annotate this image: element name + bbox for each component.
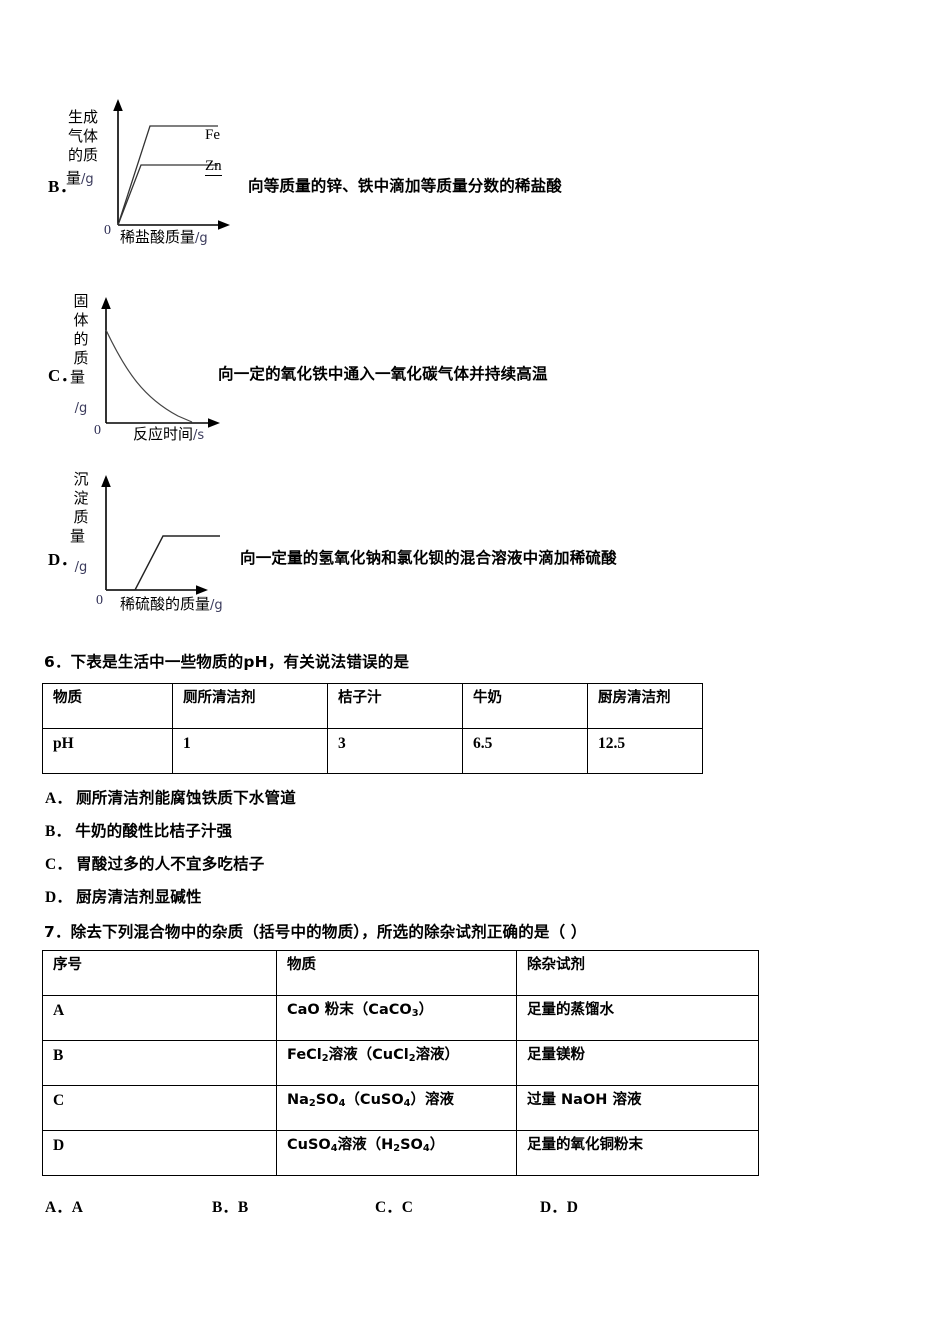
option-d-y-axis-label-tail: 量 — [70, 527, 86, 545]
q7-header-reagent: 除杂试剂 — [516, 950, 759, 996]
q6-cell-r0c0: 物质 — [42, 683, 173, 729]
q7-row-c-reagent: 过量 NaOH 溶液 — [516, 1085, 759, 1131]
table-row: 序号 物质 除杂试剂 — [42, 950, 759, 996]
table-row: pH 1 3 6.5 12.5 — [42, 728, 703, 774]
q6-cell-r1c0: pH — [42, 728, 173, 774]
question-7-answer-row: A．A B．B C．C D．D — [0, 1195, 950, 1217]
table-row: B FeCl2溶液（CuCl2溶液） 足量镁粉 — [42, 1040, 759, 1086]
option-c-y-axis-label-tail: 量 — [70, 368, 86, 386]
table-row: 物质 厕所清洁剂 桔子汁 牛奶 厨房清洁剂 — [42, 683, 703, 729]
question-6-choice-a: A．厕所清洁剂能腐蚀铁质下水管道 — [45, 786, 296, 808]
option-b-series-label-fe: Fe — [205, 127, 220, 143]
q7-answer-a: A．A — [45, 1199, 83, 1216]
q7-row-b-reagent: 足量镁粉 — [516, 1040, 759, 1086]
q7-answer-b: B．B — [212, 1199, 249, 1216]
q7-row-c-substance: Na2SO4（CuSO4）溶液 — [276, 1085, 517, 1131]
option-b-letter: B． — [48, 177, 78, 196]
question-6-stem: 6．下表是生活中一些物质的pH，有关说法错误的是 — [44, 653, 410, 671]
q7-row-a-reagent: 足量的蒸馏水 — [516, 995, 759, 1041]
option-d-y-axis-label: 沉 淀 质 — [73, 470, 89, 526]
q6-cell-r1c3: 6.5 — [462, 728, 588, 774]
option-d-x-axis-label: 稀硫酸的质量/g — [120, 595, 223, 613]
option-c-letter: C． — [48, 366, 79, 385]
q6-cell-r0c1: 厕所清洁剂 — [172, 683, 328, 729]
choice-a-letter: A． — [45, 790, 73, 807]
q7-answer-c: C．C — [375, 1199, 413, 1216]
q7-row-b-substance: FeCl2溶液（CuCl2溶液） — [276, 1040, 517, 1086]
option-c-y-axis-unit: /g — [74, 401, 88, 416]
q6-cell-r1c1: 1 — [172, 728, 328, 774]
option-d-y-axis-unit: /g — [74, 560, 88, 575]
q7-row-d-id: D — [42, 1130, 277, 1176]
choice-b-letter: B． — [45, 823, 72, 840]
option-c-origin-label: 0 — [94, 423, 101, 438]
option-d-x-axis-unit: /g — [210, 598, 223, 613]
choice-c-text: 胃酸过多的人不宜多吃桔子 — [76, 855, 265, 873]
option-b-y-axis-unit: /g — [81, 172, 94, 187]
option-b-origin-label: 0 — [104, 223, 111, 238]
option-c-description: 向一定的氧化铁中通入一氧化碳气体并持续高温 — [218, 365, 548, 383]
q6-cell-r1c4: 12.5 — [587, 728, 703, 774]
option-b-x-axis-unit: /g — [195, 231, 208, 246]
question-7-table: 序号 物质 除杂试剂 A CaO 粉末（CaCO3） 足量的蒸馏水 B FeCl… — [42, 950, 759, 1176]
question-6-table: 物质 厕所清洁剂 桔子汁 牛奶 厨房清洁剂 pH 1 3 6.5 12.5 — [42, 683, 703, 774]
option-c-x-axis-unit: /s — [193, 428, 205, 443]
question-7-stem: 7．除去下列混合物中的杂质（括号中的物质），所选的除杂试剂正确的是（ ） — [44, 923, 587, 941]
q7-row-d-substance: CuSO4溶液（H2SO4） — [276, 1130, 517, 1176]
q7-header-substance: 物质 — [276, 950, 517, 996]
option-d-letter: D． — [48, 550, 79, 569]
choice-d-letter: D． — [45, 889, 73, 906]
question-6-choice-c: C．胃酸过多的人不宜多吃桔子 — [45, 852, 265, 874]
option-d-chart-svg — [101, 475, 220, 595]
option-c-x-axis-label: 反应时间/s — [133, 425, 205, 443]
q6-cell-r1c2: 3 — [327, 728, 463, 774]
question-6-choice-b: B．牛奶的酸性比桔子汁强 — [45, 819, 232, 841]
table-row: C Na2SO4（CuSO4）溶液 过量 NaOH 溶液 — [42, 1085, 759, 1131]
option-d-origin-label: 0 — [96, 593, 103, 608]
option-b-chart — [100, 95, 240, 235]
option-b-y-axis-label-tail: 量/g — [66, 169, 94, 187]
choice-b-text: 牛奶的酸性比桔子汁强 — [75, 822, 233, 840]
choice-c-letter: C． — [45, 856, 73, 873]
choice-a-text: 厕所清洁剂能腐蚀铁质下水管道 — [76, 789, 296, 807]
option-b-chart-svg — [113, 99, 230, 230]
question-6-choice-d: D．厨房清洁剂显碱性 — [45, 885, 202, 907]
table-row: A CaO 粉末（CaCO3） 足量的蒸馏水 — [42, 995, 759, 1041]
option-d-description: 向一定量的氢氧化钠和氯化钡的混合溶液中滴加稀硫酸 — [240, 549, 617, 567]
option-b-description: 向等质量的锌、铁中滴加等质量分数的稀盐酸 — [248, 177, 563, 195]
q6-cell-r0c3: 牛奶 — [462, 683, 588, 729]
q7-row-b-id: B — [42, 1040, 277, 1086]
option-b-series-label-zn: Zn — [205, 158, 222, 176]
option-c-chart-svg — [101, 297, 220, 428]
option-d-chart — [88, 468, 258, 608]
q6-cell-r0c4: 厨房清洁剂 — [587, 683, 703, 729]
table-row: D CuSO4溶液（H2SO4） 足量的氧化铜粉末 — [42, 1130, 759, 1176]
q7-header-id: 序号 — [42, 950, 277, 996]
q7-row-a-substance: CaO 粉末（CaCO3） — [276, 995, 517, 1041]
choice-d-text: 厨房清洁剂显碱性 — [76, 888, 202, 906]
option-b-y-axis-label: 生成 气体 的质 — [67, 108, 98, 164]
q7-row-a-id: A — [42, 995, 277, 1041]
option-c-y-axis-label: 固 体 的 质 — [73, 292, 89, 367]
q7-answer-d: D．D — [540, 1199, 578, 1216]
option-c-chart — [88, 290, 238, 440]
q7-row-c-id: C — [42, 1085, 277, 1131]
option-b-x-axis-label: 稀盐酸质量/g — [120, 228, 208, 246]
q6-cell-r0c2: 桔子汁 — [327, 683, 463, 729]
q7-row-d-reagent: 足量的氧化铜粉末 — [516, 1130, 759, 1176]
